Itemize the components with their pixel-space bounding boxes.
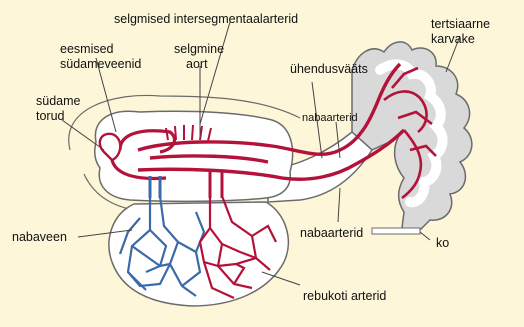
label-cardinal-veins-line1: eesmised xyxy=(60,42,114,56)
label-intersegmental-arteries: selgmised intersegmentaalarterid xyxy=(114,12,298,26)
label-dorsal-aorta-line2: aort xyxy=(186,57,208,71)
label-connecting-stalk: ühendusvääts xyxy=(290,62,368,76)
label-yolk-sac-arteries: rebukoti arterid xyxy=(303,289,386,303)
label-umbilical-vein: nabaveen xyxy=(12,230,67,244)
chorion-marker xyxy=(372,228,420,234)
label-tertiary-villus-line2: karvake xyxy=(431,32,475,46)
label-tertiary-villus-line1: tertsiaarne xyxy=(431,17,490,31)
label-heart-tubes-line2: torud xyxy=(36,109,65,123)
label-umbilical-arteries-lower: nabaarterid xyxy=(300,226,363,240)
label-umbilical-arteries-upper: nabaarterid xyxy=(302,111,358,125)
label-heart-tubes-line1: südame xyxy=(36,94,80,108)
label-cardinal-veins-line2: südameveenid xyxy=(60,57,141,71)
label-chorion: ko xyxy=(436,236,449,250)
label-dorsal-aorta-line1: selgmine xyxy=(174,42,224,56)
